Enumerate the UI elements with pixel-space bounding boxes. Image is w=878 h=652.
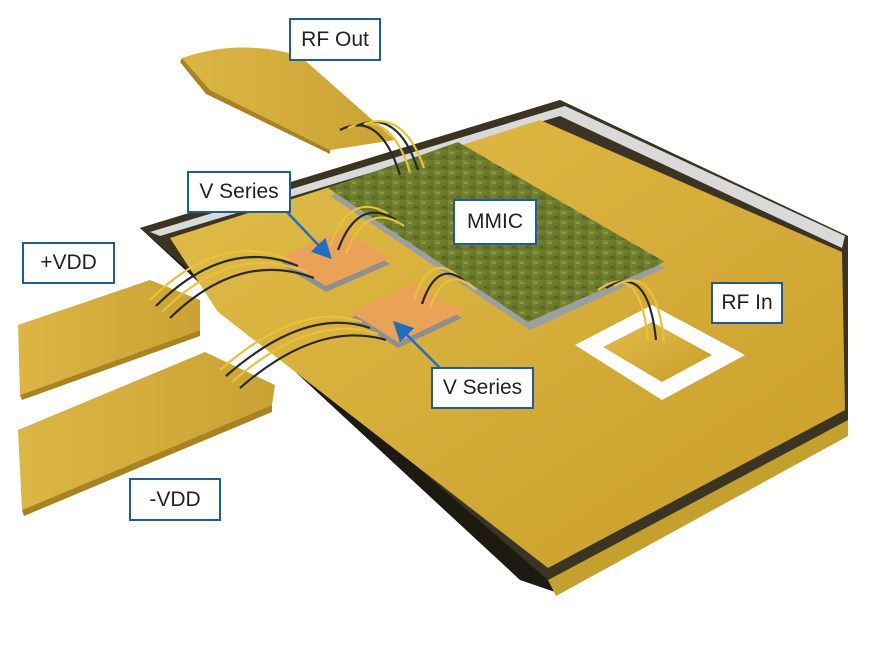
v-series-bottom-arrow	[392, 320, 441, 369]
rf-in-label: RF In	[711, 282, 783, 324]
rf-in-frame	[575, 305, 745, 400]
lead-vdd-pos	[18, 280, 200, 400]
v-series-bottom-label: V Series	[431, 367, 534, 409]
lead-vdd-neg	[18, 352, 275, 516]
rf-out-label: RF Out	[289, 18, 381, 61]
vdd-neg-label: -VDD	[129, 478, 221, 521]
mmic-label: MMIC	[453, 199, 537, 245]
v-series-pad-top	[280, 230, 390, 292]
v-series-top-label: V Series	[187, 171, 291, 213]
lead-rf-out	[180, 47, 395, 154]
v-series-top-arrow	[284, 209, 332, 260]
vdd-pos-label: +VDD	[22, 242, 115, 284]
bond-wires	[149, 120, 666, 389]
